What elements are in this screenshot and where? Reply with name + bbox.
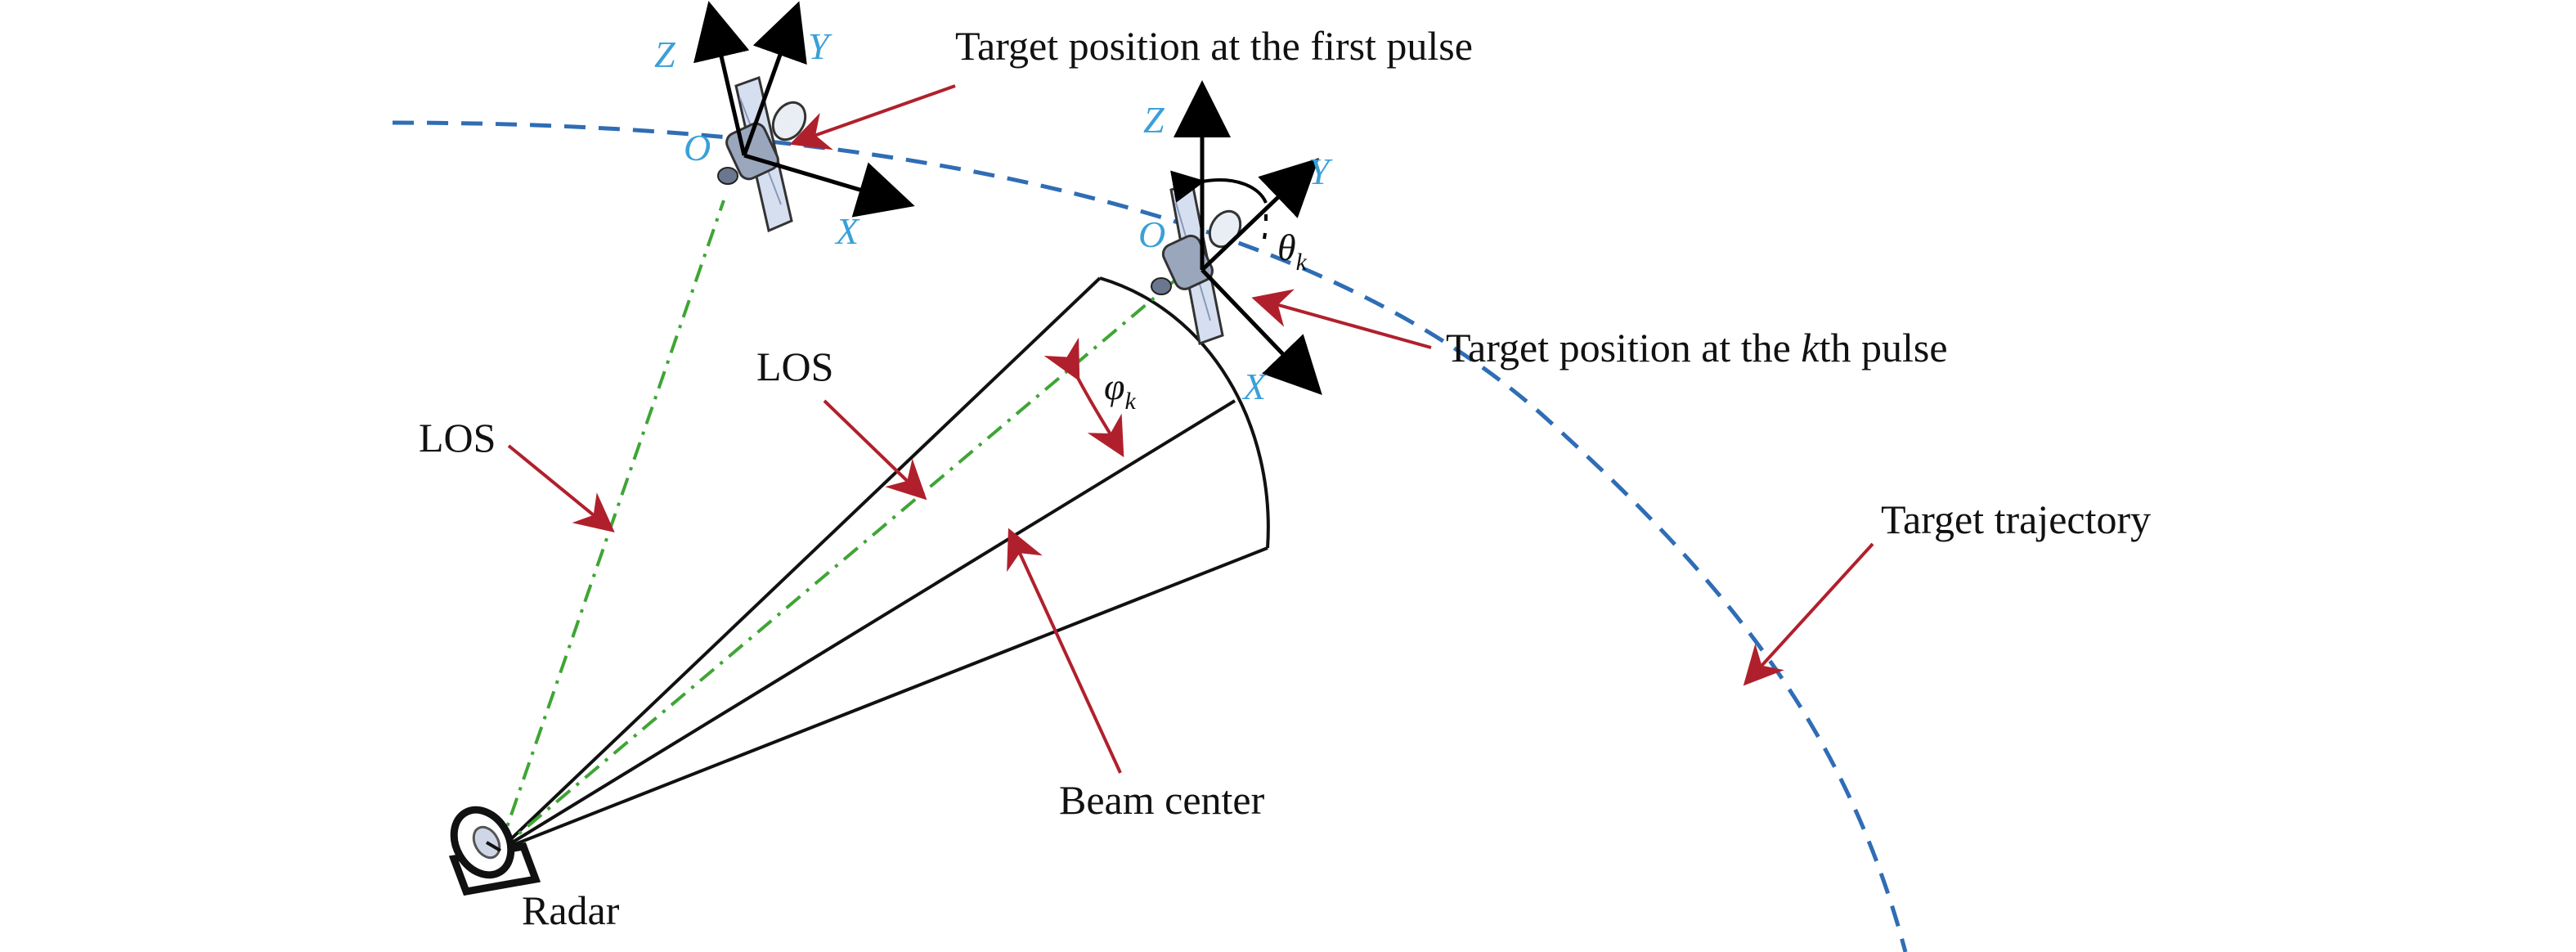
label-radar: Radar xyxy=(522,887,620,933)
x-label-first: X xyxy=(834,210,860,252)
satellite-first-pulse-icon xyxy=(717,76,807,233)
arrow-los-left xyxy=(507,444,615,533)
beam-center-line xyxy=(497,399,1236,852)
arrow-first-pulse xyxy=(789,84,956,150)
label-first-pulse: Target position at the first pulse xyxy=(955,23,1473,69)
arrow-los-mid xyxy=(823,399,927,501)
z-label-kth: Z xyxy=(1143,99,1165,141)
y-label-first: Y xyxy=(808,25,832,67)
arrow-trajectory xyxy=(1743,542,1874,686)
satellite-kth-pulse-icon xyxy=(1151,182,1242,346)
z-label-first: Z xyxy=(654,34,675,75)
beam-sector xyxy=(497,276,1270,852)
phi-angle-arc xyxy=(1043,337,1124,458)
origin-label-kth: O xyxy=(1138,213,1165,255)
label-beam-center: Beam center xyxy=(1059,777,1265,823)
y-axis-first xyxy=(742,1,807,156)
y-label-kth: Y xyxy=(1308,150,1333,192)
y-axis-kth xyxy=(1200,158,1320,272)
axes-first-pulse xyxy=(693,1,915,218)
origin-label-first: O xyxy=(684,127,711,168)
label-los-left: LOS xyxy=(419,415,496,460)
target-trajectory-curve xyxy=(392,120,1908,952)
annotation-arrows xyxy=(507,84,1874,774)
arrow-kth-pulse xyxy=(1251,289,1432,349)
los-line-kth-pulse xyxy=(497,276,1179,852)
x-axis-kth xyxy=(1200,268,1322,396)
label-los-mid: LOS xyxy=(756,344,833,389)
arrow-beam-center xyxy=(1007,528,1122,774)
theta-angle-dots xyxy=(1263,214,1268,240)
label-kth-pulse: Target position at the kth pulse xyxy=(1446,325,1948,370)
radar-icon xyxy=(448,806,541,896)
theta-label: θk xyxy=(1277,227,1308,276)
z-axis-first xyxy=(693,1,750,156)
x-axis-first xyxy=(743,153,915,218)
phi-label: φk xyxy=(1104,366,1136,415)
label-trajectory: Target trajectory xyxy=(1881,496,2151,542)
los-line-first-pulse xyxy=(497,200,725,851)
x-label-kth: X xyxy=(1241,366,1268,407)
theta-angle-arc xyxy=(1170,170,1268,204)
